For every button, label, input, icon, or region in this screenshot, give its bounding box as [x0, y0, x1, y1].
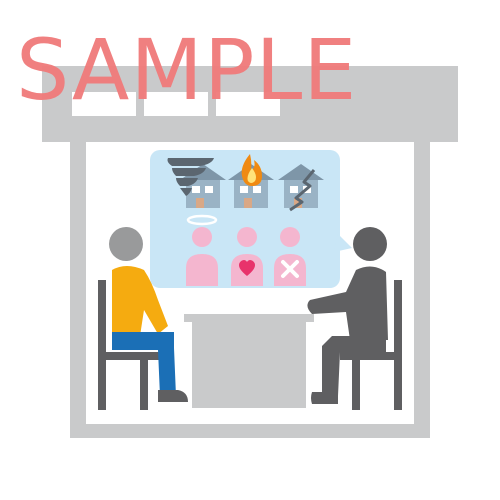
speech-bubble	[150, 150, 352, 288]
client-pants	[112, 332, 176, 396]
tornado-icon	[167, 158, 214, 196]
consultant-head	[353, 227, 387, 261]
consultant-person	[307, 227, 388, 404]
client-shirt	[112, 266, 168, 336]
client-person	[109, 227, 188, 402]
desk	[184, 314, 314, 408]
chair	[340, 280, 402, 410]
sign-stripe	[216, 92, 280, 116]
desk-top	[184, 314, 314, 322]
fire-icon	[241, 154, 262, 186]
consultant-body	[307, 266, 388, 340]
client-head	[109, 227, 143, 261]
speech-bubble-tail	[334, 234, 352, 252]
shop-building	[42, 66, 458, 438]
figure-2	[231, 227, 263, 286]
right-wall	[414, 142, 430, 438]
consultant-shoe	[311, 392, 338, 404]
chair	[98, 280, 160, 410]
heart-icon	[239, 260, 255, 276]
client-shoe	[158, 390, 188, 402]
left-wall	[70, 142, 86, 438]
figure-3	[274, 227, 306, 286]
cross-icon	[281, 260, 299, 278]
house-tornado	[167, 158, 226, 208]
consultant-legs	[322, 336, 386, 396]
house-earthquake	[278, 164, 324, 212]
shop-floor	[70, 424, 430, 438]
sign-stripe	[144, 92, 208, 116]
figure-1	[186, 227, 218, 286]
house-fire	[228, 154, 274, 208]
angel-halo-icon	[186, 214, 218, 226]
earthquake-crack-icon	[289, 169, 316, 212]
desk-body	[192, 322, 306, 408]
sign-stripe	[72, 92, 136, 116]
